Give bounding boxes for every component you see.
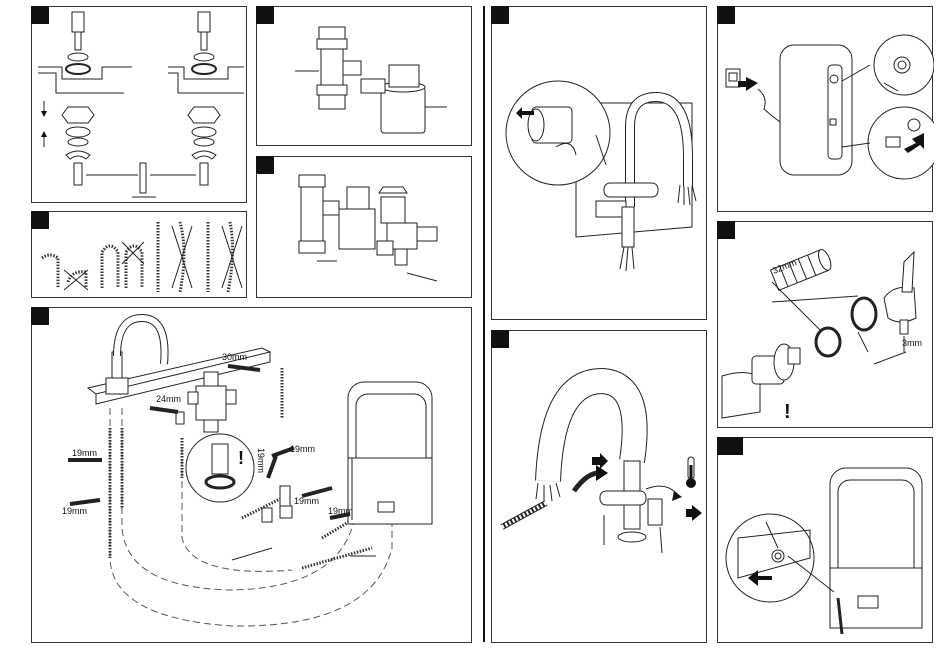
page-divider — [483, 6, 485, 642]
exclamation-icon: ! — [784, 401, 791, 423]
wrench-size-label: 19mm — [256, 448, 266, 473]
wrench-size-label: 30mm — [222, 352, 247, 362]
installation-illustration: 30mm 24mm 19mm 19mm 19mm 19mm 19mm 19mm … — [32, 308, 473, 644]
wrench-size-label: 19mm — [294, 496, 319, 506]
mounting-illustration — [32, 7, 248, 204]
hose-bending-illustration — [32, 212, 248, 299]
step-panel-outlet — [491, 6, 707, 320]
step-panel-cartridge: 32mm 3mm ! — [717, 221, 933, 428]
wrench-size-label: 19mm — [290, 444, 315, 454]
wrench-size-label: 19mm — [72, 448, 97, 458]
cartridge-illustration: 32mm 3mm ! — [718, 222, 934, 429]
valve-illustration — [257, 7, 473, 147]
step-panel-temperature: thermometer-icon — [491, 330, 707, 643]
valve-assembly-illustration — [257, 157, 473, 299]
electrical-illustration — [718, 7, 934, 213]
step-panel-mounting — [31, 6, 247, 203]
wrench-size-label: 24mm — [156, 394, 181, 404]
step-panel-reset — [717, 437, 933, 643]
thermometer-icon — [686, 457, 696, 488]
exclamation-icon: ! — [238, 448, 244, 468]
outlet-illustration — [492, 7, 708, 321]
reset-illustration — [718, 438, 934, 644]
thermometer-icon-label: thermometer-icon — [492, 331, 500, 332]
step-panel-valve-assembly — [256, 156, 472, 298]
temperature-illustration: thermometer-icon — [492, 331, 708, 644]
step-panel-valve — [256, 6, 472, 146]
wrench-size-label: 19mm — [328, 506, 353, 516]
wrench-size-label: 19mm — [62, 506, 87, 516]
step-panel-installation: 30mm 24mm 19mm 19mm 19mm 19mm 19mm 19mm … — [31, 307, 472, 643]
step-panel-electrical — [717, 6, 933, 212]
step-panel-hose-bending — [31, 211, 247, 298]
hex-key-size-label: 3mm — [902, 338, 922, 348]
